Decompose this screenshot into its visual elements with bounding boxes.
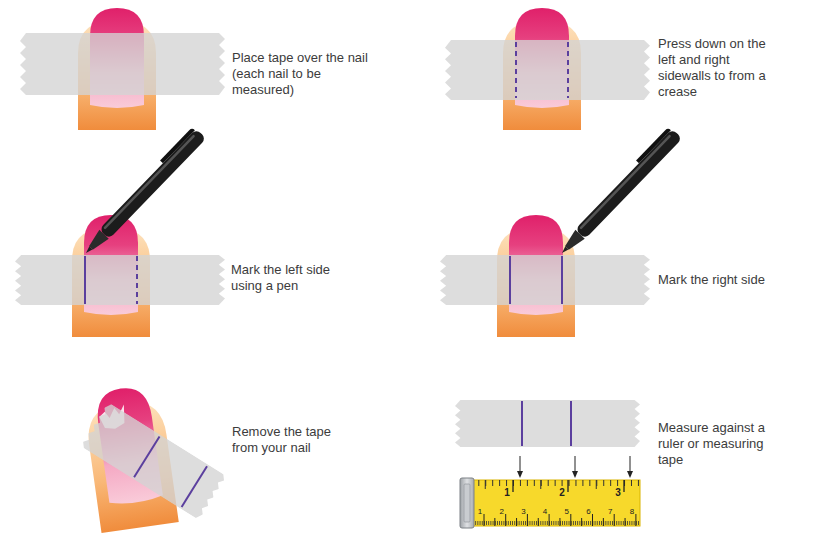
cm-number: 3	[521, 507, 525, 516]
crease-line	[136, 256, 138, 304]
inch-tick	[512, 480, 513, 492]
step-text: Remove the tape from your nail	[232, 424, 344, 456]
cm-number: 7	[608, 507, 612, 516]
cm-ticks	[484, 514, 636, 526]
cm-number: 6	[586, 507, 590, 516]
panel-mark-right	[440, 126, 682, 337]
step-text: Place tape over the nail (each nail to b…	[232, 50, 372, 98]
down-arrow	[630, 456, 631, 472]
inch-tick	[540, 480, 541, 489]
pen-mark	[561, 256, 563, 304]
step-text: Mark the left side using a pen	[231, 262, 346, 294]
tape-strip	[440, 255, 650, 305]
crease-line	[567, 42, 569, 98]
pen-mark	[509, 256, 511, 304]
inch-number: 3	[615, 487, 621, 498]
tape-strip	[445, 40, 650, 100]
panel-mark-left	[15, 126, 225, 337]
ruler-end	[464, 484, 470, 522]
step-text: Press down on the left and right sidewal…	[658, 36, 783, 100]
mm-ticks	[475, 521, 640, 525]
ruler-end	[460, 478, 474, 528]
pen-mark	[84, 256, 86, 304]
panel-crease	[445, 8, 650, 130]
ruler-body	[470, 480, 640, 526]
arrow-head	[627, 471, 633, 478]
tape-strip	[80, 402, 226, 520]
tape-strip	[15, 255, 225, 305]
inch-number: 2	[559, 487, 565, 498]
cm-number: 4	[543, 507, 547, 516]
step-text: Mark the right side	[658, 272, 808, 288]
inch-tick	[567, 480, 568, 492]
arrow-head	[572, 471, 578, 478]
arrow-head	[517, 471, 523, 478]
crease-line	[515, 42, 517, 98]
cm-number: 1	[478, 507, 482, 516]
inch-tick	[485, 480, 486, 489]
tape-strip	[20, 33, 225, 95]
cm-number: 5	[565, 507, 569, 516]
cm-number: 8	[630, 507, 634, 516]
inch-tick	[623, 480, 624, 492]
step-text: Measure against a ruler or measuring tap…	[658, 420, 783, 468]
inch-ticks	[478, 480, 640, 486]
tape-strip	[80, 402, 226, 520]
pen-mark	[134, 437, 159, 478]
down-arrow	[575, 456, 576, 472]
pen	[554, 126, 682, 258]
pen-mark	[570, 401, 572, 446]
inch-tick	[596, 480, 597, 489]
pen	[78, 126, 206, 258]
pen-mark	[521, 401, 523, 446]
inch-number: 1	[504, 487, 510, 498]
panel-remove-tape	[80, 383, 226, 533]
pen-mark	[182, 466, 207, 507]
cm-number: 2	[499, 507, 503, 516]
tape-strip	[455, 400, 640, 447]
panel-place-tape	[20, 8, 225, 130]
down-arrow	[520, 456, 521, 472]
panel-measure	[455, 400, 640, 528]
